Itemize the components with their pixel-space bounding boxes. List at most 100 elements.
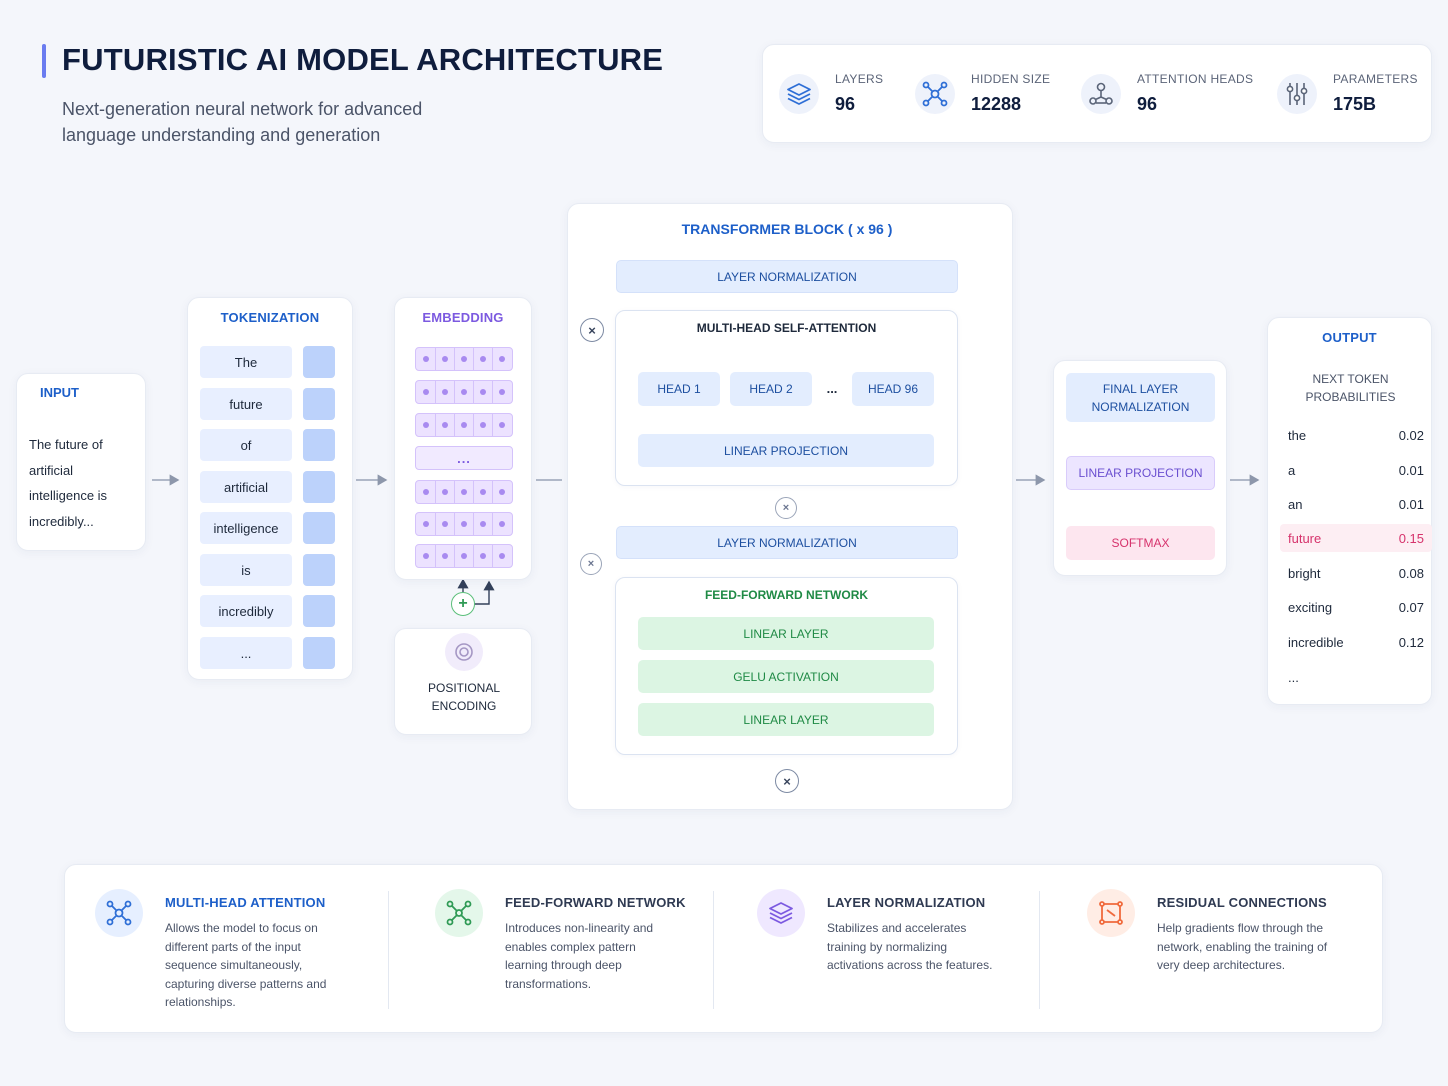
token: is — [200, 554, 292, 586]
feature-description: Help gradients flow through the network,… — [1157, 921, 1328, 972]
probability-row-highlighted: future 0.15 — [1280, 524, 1432, 552]
feature-description: Stabilizes and accelerates training by n… — [827, 921, 993, 972]
final-linear-projection: LINEAR PROJECTION — [1066, 456, 1215, 490]
token-label: a — [1288, 462, 1296, 478]
probability-row: an 0.01 — [1280, 490, 1432, 518]
token-id-cell — [303, 471, 335, 503]
positional-encoding-icon — [445, 633, 483, 671]
tokenization-card: TOKENIZATION The future of artificial in… — [187, 297, 353, 680]
probability-value: 0.01 — [1398, 462, 1424, 478]
token-id-cell — [303, 595, 335, 627]
probability-ellipsis-row: ... — [1280, 663, 1432, 691]
probability-row: bright 0.08 — [1280, 559, 1432, 587]
embedding-title: EMBEDDING — [422, 310, 504, 325]
residual-add-icon: × — [775, 769, 799, 793]
stat-label: ATTENTION HEADS — [1137, 72, 1254, 86]
token-id-cell — [303, 512, 335, 544]
token: ... — [200, 637, 292, 669]
token-label: future — [1288, 530, 1322, 546]
token: artificial — [200, 471, 292, 503]
layers-icon — [779, 73, 819, 114]
feature-divider — [1039, 891, 1040, 1009]
attention-heads-icon — [1081, 73, 1121, 114]
ffn-icon — [435, 889, 483, 937]
ffn-gelu-activation: GELU ACTIVATION — [638, 660, 934, 693]
final-layer-norm: FINAL LAYER NORMALIZATION — [1066, 373, 1215, 422]
probability-value: 0.12 — [1398, 634, 1424, 650]
token-id-cell — [303, 429, 335, 461]
probability-row: a 0.01 — [1280, 456, 1432, 484]
stat-value: 175B — [1333, 94, 1377, 114]
token-label: bright — [1288, 565, 1321, 581]
embedding-vector — [415, 544, 513, 568]
layers-icon — [757, 889, 805, 937]
embedding-ellipsis-row: ... — [415, 446, 513, 470]
token-label: an — [1288, 496, 1303, 512]
network-icon — [915, 73, 955, 114]
stat-value: 96 — [835, 94, 856, 114]
ffn-title: FEED-FORWARD NETWORK — [704, 588, 869, 602]
add-operation-icon: + — [451, 592, 475, 616]
output-subtitle: NEXT TOKEN PROBABILITIES — [1305, 372, 1396, 404]
input-card: INPUT The future of artificial intellige… — [16, 373, 146, 551]
feature-title: MULTI-HEAD ATTENTION — [165, 895, 326, 910]
probability-value: 0.07 — [1398, 599, 1424, 615]
token: incredibly — [200, 595, 292, 627]
page-title: FUTURISTIC AI MODEL ARCHITECTURE — [62, 42, 664, 77]
token-id-cell — [303, 637, 335, 669]
stat-value: 96 — [1137, 94, 1158, 114]
heads-ellipsis: ... — [826, 381, 838, 396]
attention-title: MULTI-HEAD SELF-ATTENTION — [696, 321, 877, 335]
layer-norm-1: LAYER NORMALIZATION — [616, 260, 958, 293]
input-title: INPUT — [40, 385, 79, 400]
sliders-icon — [1277, 73, 1317, 114]
residual-icon — [1087, 889, 1135, 937]
transformer-title: TRANSFORMER BLOCK ( x 96 ) — [681, 221, 893, 237]
softmax-block: SOFTMAX — [1066, 526, 1215, 560]
stat-label: HIDDEN SIZE — [971, 72, 1051, 86]
probability-value: 0.15 — [1398, 530, 1424, 546]
feature-description: Allows the model to focus on different p… — [165, 921, 327, 1009]
embedding-vector — [415, 413, 513, 437]
input-text: The future of artificial intelligence is… — [29, 437, 108, 529]
ffn-linear-layer: LINEAR LAYER — [638, 617, 934, 650]
probability-row: incredible 0.12 — [1280, 628, 1432, 656]
linear-projection: LINEAR PROJECTION — [638, 434, 934, 467]
output-title: OUTPUT — [1322, 330, 1377, 345]
ffn-linear-layer: LINEAR LAYER — [638, 703, 934, 736]
token-label: exciting — [1288, 599, 1333, 615]
probability-value: 0.02 — [1398, 427, 1424, 443]
embedding-vector — [415, 512, 513, 536]
embedding-card: EMBEDDING ... — [394, 297, 532, 580]
stat-hidden-size: HIDDEN SIZE 12288 — [915, 45, 1050, 142]
stat-value: 12288 — [971, 94, 1022, 114]
probability-ellipsis: ... — [1288, 669, 1299, 685]
positional-encoding-label: POSITIONAL ENCODING — [427, 681, 501, 713]
embedding-vector — [415, 380, 513, 404]
layer-norm-2: LAYER NORMALIZATION — [616, 526, 958, 559]
attention-head: HEAD 96 — [852, 372, 934, 406]
attention-icon — [95, 889, 143, 937]
feature-divider — [388, 891, 389, 1009]
feature-description: Introduces non-linearity and enables com… — [505, 921, 654, 991]
embedding-vector — [415, 347, 513, 371]
probability-value: 0.01 — [1398, 496, 1424, 512]
token: of — [200, 429, 292, 461]
feature-layer-normalization: LAYER NORMALIZATION Stabilizes and accel… — [727, 865, 1037, 1032]
features-card: MULTI-HEAD ATTENTION Allows the model to… — [64, 864, 1383, 1033]
probability-value: 0.08 — [1398, 565, 1424, 581]
attention-head: HEAD 1 — [638, 372, 720, 406]
page-subtitle: Next-generation neural network for advan… — [62, 99, 423, 145]
stat-attention-heads: ATTENTION HEADS 96 — [1081, 45, 1253, 142]
token-label: incredible — [1288, 634, 1344, 650]
token: intelligence — [200, 512, 292, 544]
feature-title: FEED-FORWARD NETWORK — [505, 895, 686, 910]
token-id-cell — [303, 554, 335, 586]
feature-title: LAYER NORMALIZATION — [827, 895, 986, 910]
attention-head: HEAD 2 — [730, 372, 812, 406]
positional-encoding-card: POSITIONAL ENCODING — [394, 628, 532, 735]
